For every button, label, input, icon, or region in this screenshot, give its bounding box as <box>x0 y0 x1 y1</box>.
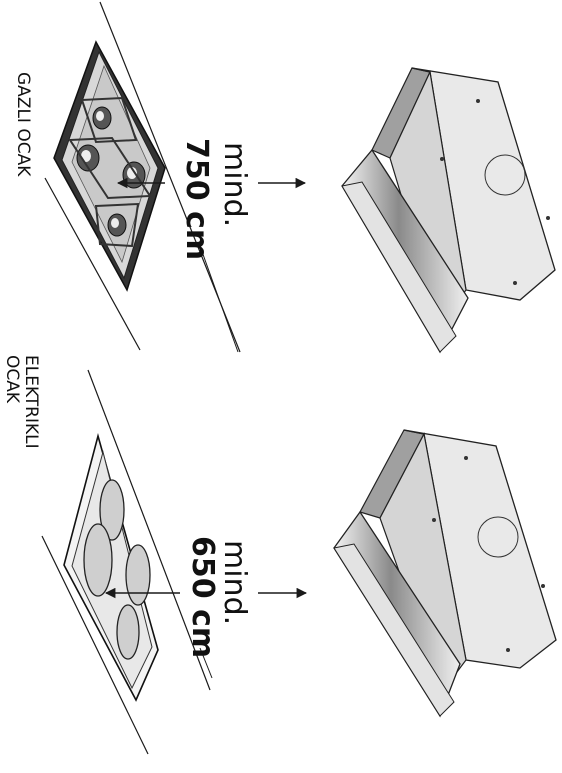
electric-distance-prefix-text: mind. <box>217 540 252 626</box>
gas-distance-prefix-text: mind. <box>217 142 252 228</box>
distance-arrow-650 <box>104 587 308 679</box>
electric-distance-value-text: 650 cm <box>185 536 220 659</box>
gas-hob <box>44 1 241 353</box>
distance-arrow-750 <box>116 177 307 353</box>
electric-hob <box>41 369 211 755</box>
electric-distance-prefix: mind. <box>217 540 252 626</box>
electric-hob-label: ELEKTRIKLI OCAK <box>2 355 41 449</box>
range-hood-bottom <box>333 429 557 718</box>
gas-hob-label-text: GAZLI OCAK <box>13 72 33 177</box>
electric-distance-value: 650 cm <box>185 536 220 659</box>
electric-hob-label-line2: OCAK <box>2 355 22 404</box>
gas-distance-value: 750 cm <box>179 138 214 261</box>
gas-distance-value-text: 750 cm <box>179 138 214 261</box>
gas-hob-label: GAZLI OCAK <box>13 72 33 177</box>
range-hood-top <box>341 67 556 354</box>
electric-hob-label-line1: ELEKTRIKLI <box>21 355 41 449</box>
gas-distance-prefix: mind. <box>217 142 252 228</box>
